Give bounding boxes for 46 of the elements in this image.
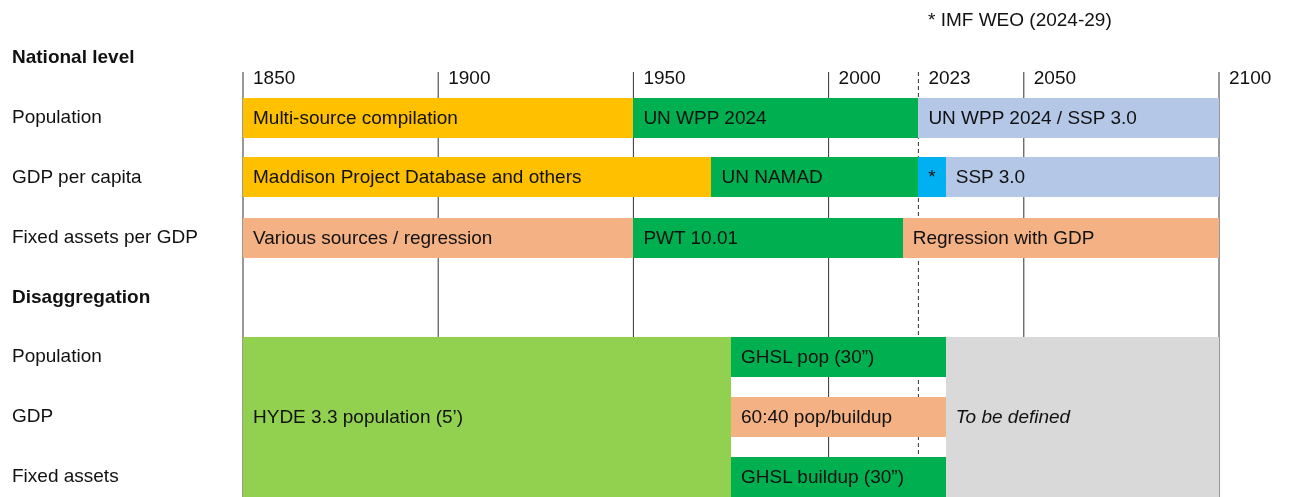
row-label: Fixed assets bbox=[12, 464, 119, 488]
timeline-bar bbox=[633, 218, 903, 258]
year-label: 1850 bbox=[253, 66, 296, 90]
timeline-bar bbox=[918, 157, 946, 197]
timeline-bar bbox=[731, 337, 946, 377]
timeline-bar bbox=[243, 98, 634, 138]
year-label: 2000 bbox=[838, 66, 881, 90]
bar-label: Regression with GDP bbox=[912, 227, 1095, 249]
bar-label: UN WPP 2024 bbox=[643, 107, 767, 129]
row-label: Population bbox=[12, 344, 102, 368]
bar-label: To be defined bbox=[955, 406, 1071, 428]
bar-label: GHSL buildup (30”) bbox=[741, 466, 904, 488]
bar-label: Multi-source compilation bbox=[253, 107, 458, 129]
row-label: Population bbox=[12, 105, 102, 129]
timeline-bar bbox=[731, 397, 946, 437]
bar-label: SSP 3.0 bbox=[955, 166, 1026, 188]
timeline-bar bbox=[633, 98, 919, 138]
section-heading: National level bbox=[12, 45, 135, 69]
bar-label: UN NAMAD bbox=[721, 166, 823, 188]
timeline-bar bbox=[711, 157, 919, 197]
bar-label: UN WPP 2024 / SSP 3.0 bbox=[928, 107, 1137, 129]
timeline-bar bbox=[918, 98, 1219, 138]
timeline-bar bbox=[243, 157, 712, 197]
timeline-bar bbox=[945, 157, 1219, 197]
bar-label: * bbox=[928, 166, 936, 188]
timeline-bar bbox=[945, 337, 1219, 497]
bar-label: Various sources / regression bbox=[253, 227, 493, 249]
bar-label: PWT 10.01 bbox=[643, 227, 739, 249]
row-label: GDP bbox=[12, 404, 54, 428]
year-label: 2023 bbox=[928, 66, 971, 90]
footnote: * IMF WEO (2024-29) bbox=[928, 8, 1112, 32]
row-label: Fixed assets per GDP bbox=[12, 225, 198, 249]
bar-label: GHSL pop (30”) bbox=[741, 346, 875, 368]
timeline-bar bbox=[731, 457, 946, 497]
bar-label: Maddison Project Database and others bbox=[253, 166, 582, 188]
year-label: 1950 bbox=[643, 66, 686, 90]
section-heading: Disaggregation bbox=[12, 285, 151, 309]
bar-label: 60:40 pop/buildup bbox=[741, 406, 893, 428]
row-label: GDP per capita bbox=[12, 165, 142, 189]
year-label: 2050 bbox=[1033, 66, 1077, 90]
year-label: 1900 bbox=[448, 66, 491, 90]
bar-label: HYDE 3.3 population (5’) bbox=[253, 406, 464, 428]
timeline-bar bbox=[243, 337, 731, 497]
timeline-bar bbox=[902, 218, 1219, 258]
year-label: 2100 bbox=[1229, 66, 1272, 90]
timeline-bar bbox=[243, 218, 634, 258]
